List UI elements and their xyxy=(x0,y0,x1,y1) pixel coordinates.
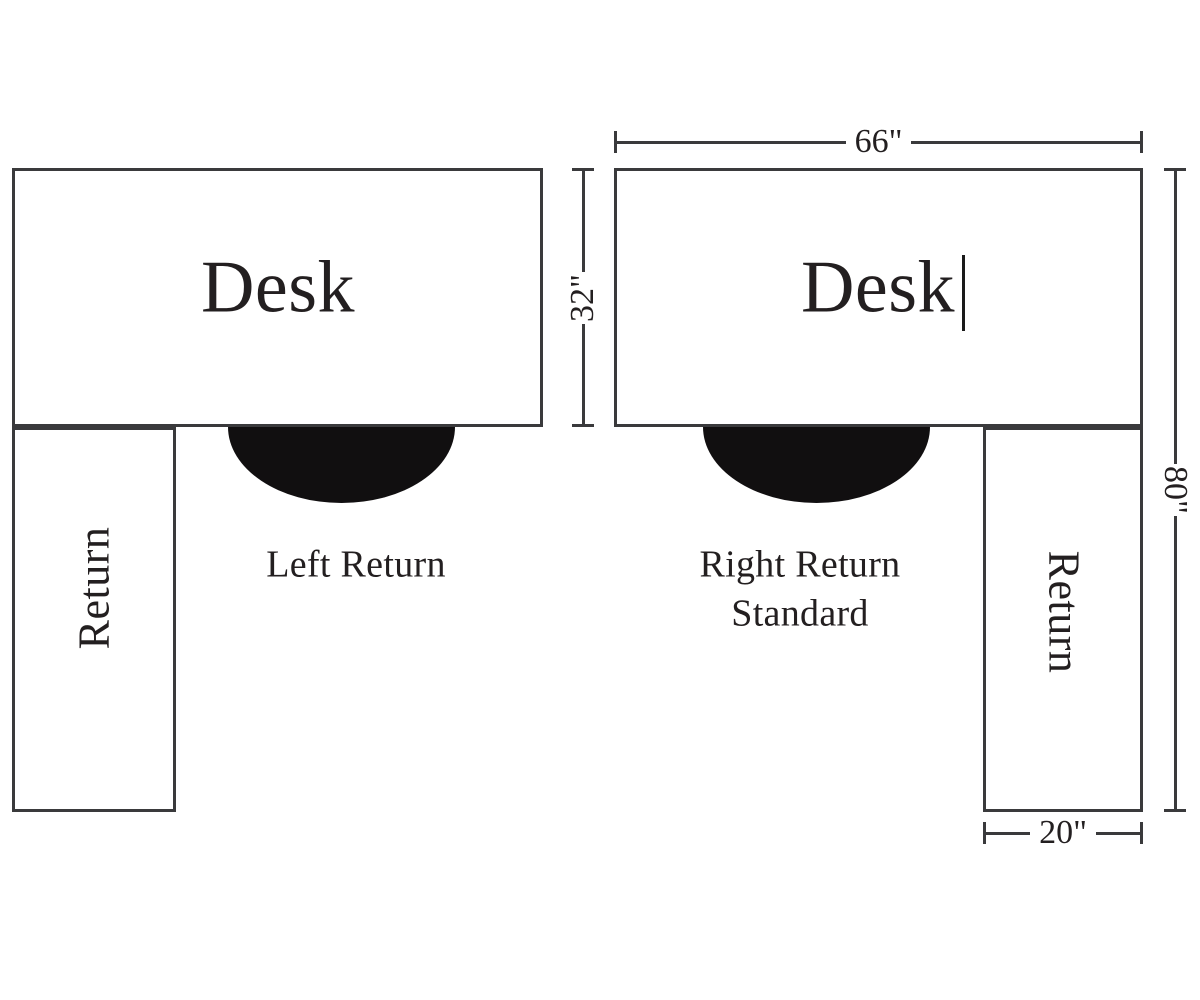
dimension-tick-end xyxy=(1140,822,1144,844)
dimension-total-depth: 80" xyxy=(1157,168,1194,812)
dimension-label-66: 66" xyxy=(854,123,903,160)
left-config-desk-label: Desk xyxy=(200,246,356,329)
dimension-rule-right xyxy=(1095,831,1141,835)
dimension-desk-depth: 32" xyxy=(564,168,601,427)
dimension-rule-lower xyxy=(581,323,585,424)
right-config-caption-line2: Standard xyxy=(731,592,869,635)
dimension-tick-bottom xyxy=(572,424,594,427)
left-config-return-panel xyxy=(12,427,176,812)
left-config-return-label: Return xyxy=(69,526,119,650)
dimension-tick-start xyxy=(983,822,986,844)
dimension-rule-lower xyxy=(1173,516,1177,809)
dimension-rule-right xyxy=(911,140,1141,144)
dimension-label-32: 32" xyxy=(564,273,602,322)
dimension-tick-start xyxy=(614,131,617,153)
dimension-rule-upper xyxy=(581,171,585,272)
right-config-return-label: Return xyxy=(1039,550,1089,674)
dimension-tick-bottom xyxy=(1164,809,1186,812)
right-config-desk-panel xyxy=(614,168,1143,427)
left-config-caption: Left Return xyxy=(266,543,446,586)
dimension-tick-top xyxy=(1164,168,1186,171)
right-config-caption-line1: Right Return xyxy=(699,543,901,586)
dimension-tick-end xyxy=(1140,131,1144,153)
dimension-rule-left xyxy=(986,831,1031,835)
dimension-label-80: 80" xyxy=(1157,466,1195,514)
dimension-return-width: 20" xyxy=(983,814,1144,851)
left-config-chair-shape xyxy=(228,427,455,503)
right-config-chair-shape xyxy=(703,427,930,503)
dimension-label-20: 20" xyxy=(1039,814,1087,851)
dimension-rule-left xyxy=(617,140,846,144)
right-config-return-panel xyxy=(983,427,1143,812)
right-config-desk-label: Desk xyxy=(800,246,956,329)
dimension-desk-width: 66" xyxy=(614,123,1144,160)
text-cursor-caret xyxy=(962,255,965,331)
dimension-tick-top xyxy=(572,168,594,171)
left-config-desk-panel xyxy=(12,168,543,427)
dimension-rule-upper xyxy=(1173,171,1177,464)
